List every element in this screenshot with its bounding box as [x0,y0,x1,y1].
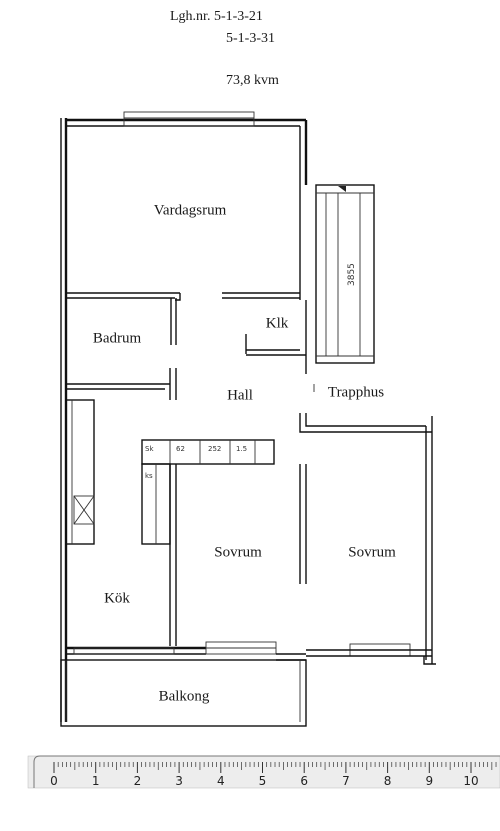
ruler-number: 7 [342,774,350,788]
cabinet-label-sk: Sk [145,445,154,453]
wardrobes: Sk 62 252 1.5 ks [141,439,275,545]
ruler-number: 1 [92,774,100,788]
room-label-hall: Hall [227,387,253,404]
closet-walls [245,300,307,374]
scale-ruler: 0 1 2 3 4 5 6 7 8 9 10 [27,755,500,789]
interior-walls [169,464,307,646]
room-label-sovrum-right: Sovrum [348,544,396,561]
room-label-balkong: Balkong [158,688,210,705]
entry-walls [299,384,433,664]
ruler-number: 0 [50,774,58,788]
ruler-number: 6 [300,774,308,788]
room-label-sovrum-left: Sovrum [214,544,262,561]
balcony [60,659,307,727]
room-label-badrum: Badrum [92,330,142,347]
ruler-number: 5 [259,774,267,788]
stair-dimension: 3855 [347,263,357,286]
ruler-number: 2 [134,774,142,788]
ruler-numbers: 0 1 2 3 4 5 6 7 8 9 10 [50,774,478,788]
ruler-number: 10 [463,774,478,788]
bathroom-walls [66,298,177,400]
cabinet-label-2: 252 [208,445,221,453]
apartment-number-second: 5-1-3-31 [226,31,275,46]
room-label-klk: Klk [265,315,289,332]
ruler-number: 4 [217,774,225,788]
cabinet-label-1: 62 [176,445,185,453]
living-room-wall [66,292,300,301]
cabinet-label-ks: ks [145,472,153,480]
room-label-vardagsrum: Vardagsrum [153,202,227,219]
ruler-ticks [53,762,497,773]
ruler-number: 9 [425,774,433,788]
ruler-number: 8 [384,774,392,788]
apartment-number: Lgh.nr. 5-1-3-21 [170,9,263,24]
window-top [123,111,255,127]
apartment-area: 73,8 kvm [226,73,279,88]
cabinet-label-3: 1.5 [236,445,247,453]
room-label-trapphus: Trapphus [327,384,385,401]
staircase: 3855 [315,184,375,364]
kitchen-counter [65,399,95,545]
bottom-walls [66,641,436,665]
room-label-kok: Kök [104,590,130,607]
ruler-number: 3 [175,774,183,788]
